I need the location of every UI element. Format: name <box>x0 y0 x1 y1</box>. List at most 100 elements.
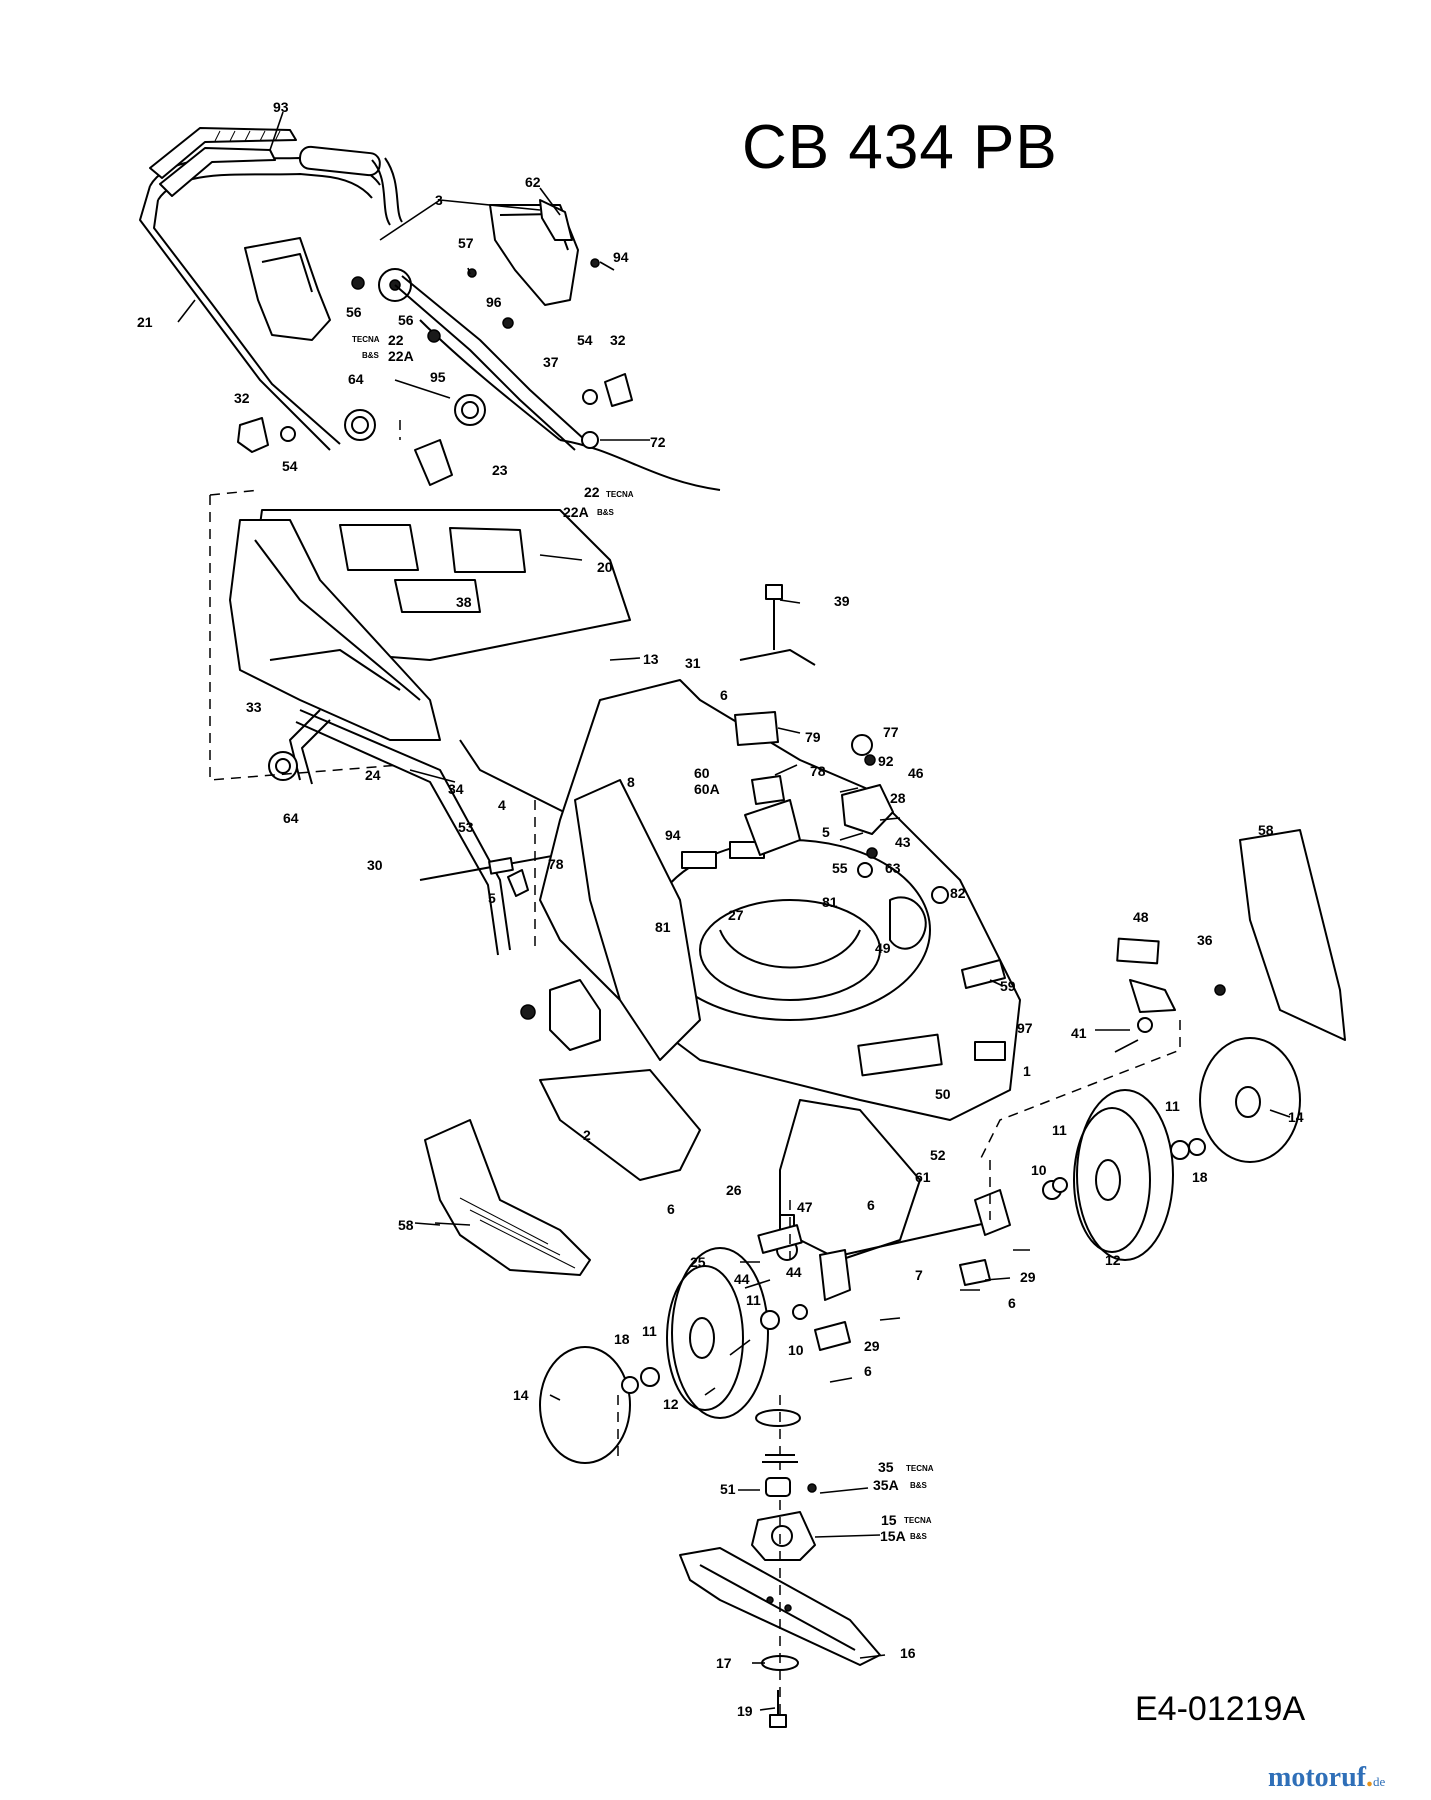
variant-tecna-35: TECNA <box>906 1464 934 1473</box>
callout-49: 49 <box>875 940 891 956</box>
callout-50: 50 <box>935 1086 951 1102</box>
control-lever-right <box>489 199 579 306</box>
assembly-lines <box>209 420 1181 1720</box>
watermark-logo: motoruf.de <box>1268 1762 1385 1794</box>
catcher-handle <box>414 439 453 486</box>
callout-22-mid: 22 <box>584 484 600 500</box>
leader-lines <box>177 111 1291 1711</box>
callout-13: 13 <box>643 651 659 667</box>
rear-left-hubcap <box>539 1346 631 1464</box>
callout-37: 37 <box>543 354 559 370</box>
blade-adapter <box>751 1511 816 1561</box>
front-right-washers <box>1042 1138 1206 1200</box>
deck-skirt <box>539 1069 701 1181</box>
callout-44-left: 44 <box>734 1271 750 1287</box>
callout-39: 39 <box>834 593 850 609</box>
control-lever-left <box>244 237 331 341</box>
callout-6-left: 6 <box>667 1201 675 1217</box>
callout-61: 61 <box>915 1169 931 1185</box>
callout-11-mid: 11 <box>1052 1122 1067 1138</box>
callout-56-right: 56 <box>398 312 414 328</box>
callout-15a: 15A <box>880 1528 906 1544</box>
handle-knobs <box>237 373 633 453</box>
callout-56-left: 56 <box>346 304 362 320</box>
callout-35a: 35A <box>873 1477 899 1493</box>
callout-43: 43 <box>895 834 911 850</box>
callout-94-mid: 94 <box>665 827 681 843</box>
callout-60: 60 <box>694 765 710 781</box>
side-bracket <box>1129 979 1226 1033</box>
callout-78-left: 78 <box>548 856 564 872</box>
callout-51: 51 <box>720 1481 736 1497</box>
callout-15: 15 <box>881 1512 897 1528</box>
callout-60a: 60A <box>694 781 720 797</box>
callout-3: 3 <box>435 192 443 208</box>
watermark-tld: de <box>1372 1774 1386 1789</box>
callout-28: 28 <box>890 790 906 806</box>
callout-55: 55 <box>832 860 848 876</box>
model-title: CB 434 PB <box>742 113 1058 182</box>
deck-rear-panel <box>574 779 701 1061</box>
callout-64-top: 64 <box>348 371 364 387</box>
callout-72: 72 <box>650 434 666 450</box>
cord-hooks <box>344 394 486 441</box>
callout-32-left: 32 <box>234 390 250 406</box>
callout-92: 92 <box>878 753 894 769</box>
callout-20: 20 <box>597 559 613 575</box>
decal-48 <box>1116 937 1160 965</box>
callout-38: 38 <box>456 594 472 610</box>
callout-10-right: 10 <box>1031 1162 1047 1178</box>
callout-54-top: 54 <box>577 332 593 348</box>
watermark-dot: . <box>1365 1762 1373 1793</box>
callout-10-left: 10 <box>788 1342 804 1358</box>
callout-8: 8 <box>627 774 635 790</box>
callout-53: 53 <box>458 819 474 835</box>
callout-6-right: 6 <box>1008 1295 1016 1311</box>
rear-left-wheel <box>666 1247 769 1419</box>
document-number: E4-01219A <box>1135 1690 1306 1728</box>
side-discharge-cap <box>889 886 949 950</box>
callout-11-far-left: 11 <box>642 1323 657 1339</box>
callout-35: 35 <box>878 1459 894 1475</box>
callout-93: 93 <box>273 99 289 115</box>
callout-6-mid: 6 <box>867 1197 875 1213</box>
callout-18-right: 18 <box>1192 1169 1208 1185</box>
callout-16: 16 <box>900 1645 916 1661</box>
callout-30: 30 <box>367 857 383 873</box>
callout-17: 17 <box>716 1655 732 1671</box>
callout-25: 25 <box>690 1254 706 1270</box>
callout-41: 41 <box>1071 1025 1087 1041</box>
deflector-plate <box>779 1099 921 1261</box>
grass-catcher-bag <box>229 519 441 741</box>
callout-33: 33 <box>246 699 262 715</box>
callout-22-top: 22 <box>388 332 404 348</box>
small-fasteners-top <box>351 258 600 449</box>
callout-62: 62 <box>525 174 541 190</box>
rear-left-washers <box>621 1304 808 1394</box>
callout-94-top: 94 <box>613 249 629 265</box>
rear-axle-bracket <box>520 979 601 1051</box>
callout-2: 2 <box>583 1127 591 1143</box>
handle-grip-covers <box>149 127 297 197</box>
variant-tecna-15: TECNA <box>904 1516 932 1525</box>
callout-64-left: 64 <box>283 810 299 826</box>
callout-96: 96 <box>486 294 502 310</box>
callout-1: 1 <box>1023 1063 1031 1079</box>
callout-58-left: 58 <box>398 1217 414 1233</box>
front-right-wheel <box>1073 1089 1174 1261</box>
callout-12-left: 12 <box>663 1396 679 1412</box>
callout-7: 7 <box>915 1267 923 1283</box>
callout-24: 24 <box>365 767 381 783</box>
variant-tecna-22: TECNA <box>352 335 380 344</box>
callout-63: 63 <box>885 860 901 876</box>
callout-82: 82 <box>950 885 966 901</box>
callout-26: 26 <box>726 1182 742 1198</box>
callout-54-left: 54 <box>282 458 298 474</box>
callout-29-right: 29 <box>1020 1269 1036 1285</box>
callout-47: 47 <box>797 1199 813 1215</box>
callout-11-left: 11 <box>746 1292 761 1308</box>
callout-78-right: 78 <box>810 763 826 779</box>
callout-27: 27 <box>728 907 744 923</box>
callout-21: 21 <box>137 314 153 330</box>
